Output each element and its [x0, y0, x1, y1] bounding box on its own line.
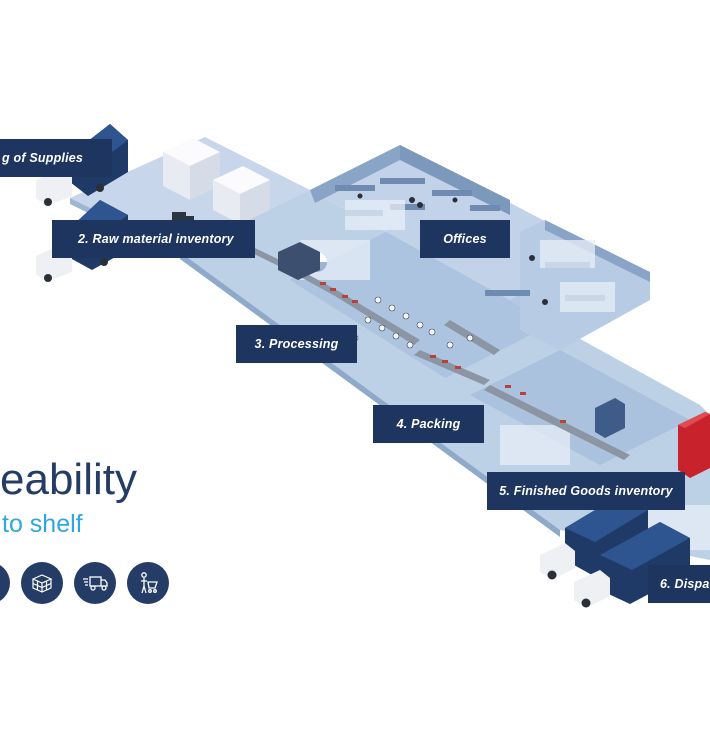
- offices-label: Offices: [420, 220, 510, 258]
- traceability-subtitle: to shelf: [2, 510, 83, 538]
- traceability-title: eability: [0, 455, 137, 504]
- tag-icon: [0, 562, 10, 604]
- step-label-finished-goods: 5. Finished Goods inventory: [487, 472, 685, 510]
- production-floor-edge: [180, 252, 560, 537]
- step-label-packing: 4. Packing: [373, 405, 484, 443]
- step-label-processing: 3. Processing: [236, 325, 357, 363]
- delivery-truck-icon: [74, 562, 116, 604]
- pallet-stack-2: [213, 166, 270, 224]
- packing-zone: [470, 350, 690, 465]
- pallet-stack-1: [163, 138, 220, 200]
- office-annex-wall: [545, 220, 650, 282]
- office-wall-back: [310, 145, 400, 203]
- packing-machine: [595, 398, 625, 438]
- shipping-container: [678, 412, 710, 478]
- office-workers: [357, 193, 548, 305]
- shopper-cart-icon: [127, 562, 169, 604]
- step-label-supplies: g of Supplies: [0, 139, 112, 177]
- step-label-dispatch: 6. Dispa: [648, 565, 710, 603]
- meat-products: [320, 282, 566, 423]
- processing-machine: [278, 242, 320, 280]
- office-wall-right: [400, 145, 510, 215]
- pallet-icon: [21, 562, 63, 604]
- step-label-raw-material: 2. Raw material inventory: [52, 220, 255, 258]
